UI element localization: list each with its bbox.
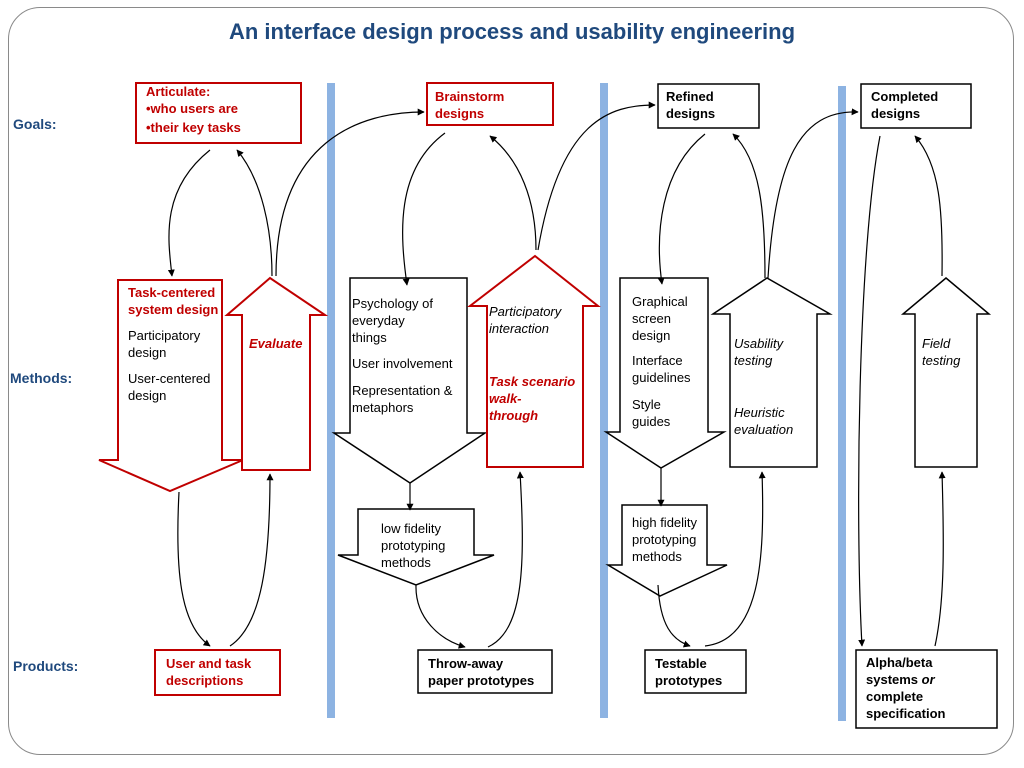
- connector-completed-to-alpha: [858, 135, 881, 647]
- up-arrow-field-testing: [900, 277, 992, 468]
- connector-participatory-to-refined: [537, 101, 656, 251]
- down-arrow-psychology: [331, 277, 488, 484]
- goal-refined-label: Refined designs: [666, 89, 716, 121]
- down-arrow-graphical: [603, 277, 727, 469]
- method-task-scenario-label: Task scenario walk- through: [489, 374, 576, 423]
- goal-box-refined: [657, 83, 760, 129]
- method-task-centered-title: Task-centered system design: [128, 285, 219, 317]
- goal-completed-label: Completed designs: [871, 89, 939, 121]
- connector-user-task-to-evaluate: [229, 473, 274, 647]
- connector-usability-to-refined: [732, 133, 766, 279]
- prototyping-low-fidelity-label: low fidelity prototyping methods: [381, 521, 446, 570]
- product-user-task-label: User and task descriptions: [166, 656, 252, 688]
- connector-low-fidelity-to-throwaway: [415, 584, 466, 649]
- slide-frame: [8, 7, 1014, 755]
- product-testable-label: Testable prototypes: [655, 656, 723, 688]
- product-box-user-task: [154, 649, 281, 696]
- method-heuristic-evaluation-label: Heuristic evaluation: [734, 405, 794, 437]
- connector-testable-to-usability: [704, 471, 766, 647]
- method-graphical-screen-label: Graphical screen design: [632, 294, 688, 343]
- up-arrow-participatory: [467, 254, 601, 468]
- product-alpha-beta-rest: complete specification: [866, 689, 946, 721]
- connector-refined-to-graphical: [657, 133, 706, 285]
- method-user-involvement-label: User involvement: [352, 356, 453, 371]
- phase-divider-1: [327, 83, 335, 718]
- connector-usability-to-completed: [767, 108, 859, 279]
- down-arrow-task-centered: [98, 279, 244, 493]
- product-alpha-beta-or: or: [921, 672, 935, 687]
- up-arrow-usability: [710, 277, 833, 468]
- product-box-alpha-beta: [855, 649, 998, 729]
- method-psychology-label: Psychology of everyday things: [352, 296, 433, 345]
- method-participatory-design: Participatory design: [128, 328, 201, 360]
- connector-alpha-to-field: [934, 471, 946, 647]
- row-label-goals: Goals:: [13, 116, 57, 132]
- method-field-testing-label: Field testing: [922, 336, 961, 368]
- method-participatory-interaction-label: Participatory interaction: [489, 304, 562, 336]
- product-box-throwaway: [417, 649, 553, 694]
- method-representation-label: Representation & metaphors: [352, 383, 453, 415]
- row-label-products: Products:: [13, 658, 79, 674]
- connector-high-fidelity-to-testable: [657, 584, 691, 648]
- connector-participatory-to-brainstorm: [489, 135, 537, 251]
- phase-divider-2: [600, 83, 608, 718]
- product-alpha-beta-label: Alpha/beta systems or complete specifica…: [866, 655, 946, 721]
- method-style-guides-label: Style guides: [632, 397, 671, 429]
- method-evaluate-label: Evaluate: [249, 336, 303, 351]
- up-arrow-evaluate: [224, 276, 329, 471]
- phase-divider-3: [838, 86, 846, 721]
- goal-box-brainstorm: [426, 82, 554, 126]
- page-title: An interface design process and usabilit…: [228, 19, 796, 44]
- goal-articulate-item: •their key tasks: [146, 120, 241, 135]
- method-usability-testing-label: Usability testing: [734, 336, 784, 368]
- connector-task-to-user-task: [177, 491, 211, 647]
- prototyping-high-fidelity-label: high fidelity prototyping methods: [632, 515, 698, 564]
- goal-articulate-heading: Articulate:: [146, 84, 211, 99]
- row-label-methods: Methods:: [10, 370, 73, 386]
- connector-evaluate-to-brainstorm: [275, 108, 425, 277]
- connector-throwaway-to-participatory: [487, 471, 524, 648]
- goal-box-articulate: [135, 82, 302, 144]
- connector-articulate-to-task: [167, 149, 211, 277]
- connector-brainstorm-to-psychology: [402, 132, 446, 286]
- product-box-testable: [644, 649, 747, 694]
- method-user-centered-design: User-centered design: [128, 371, 211, 403]
- product-throwaway-label: Throw-away paper prototypes: [428, 656, 535, 688]
- connector-evaluate-to-articulate: [236, 149, 273, 277]
- down-arrow-high-fidelity: [605, 504, 728, 597]
- connector-field-to-completed: [914, 135, 943, 277]
- goal-brainstorm-label: Brainstorm designs: [435, 89, 505, 121]
- goal-articulate-item: •who users are: [146, 101, 238, 116]
- goal-box-completed: [860, 83, 972, 129]
- down-arrow-low-fidelity: [337, 508, 495, 586]
- method-interface-guidelines-label: Interface guidelines: [632, 353, 691, 385]
